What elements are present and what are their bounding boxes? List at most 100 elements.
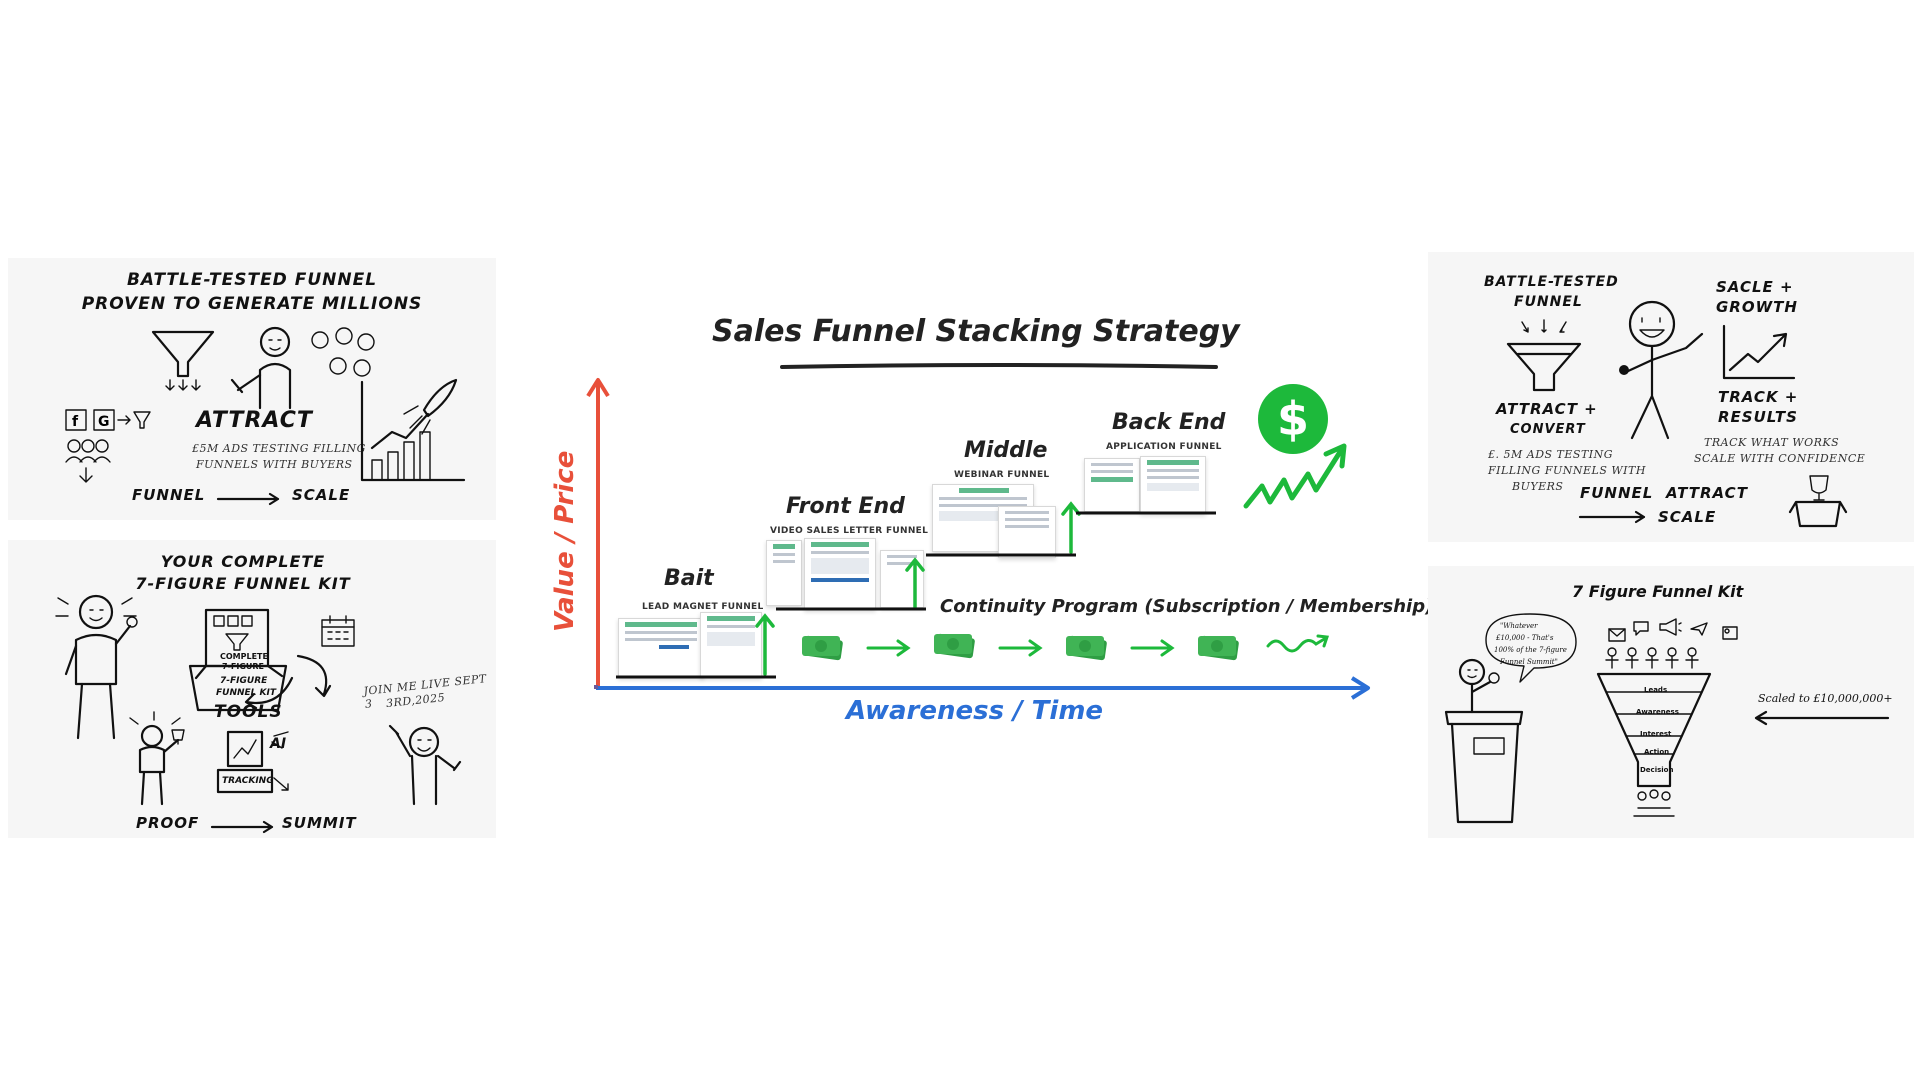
left-bottom-title-line2: 7-FIGURE FUNNEL KIT [135,574,351,593]
right-top-attract-line2: CONVERT [1510,422,1586,437]
svg-text:G: G [98,414,110,430]
lead-magnet-page-preview[interactable] [618,618,704,678]
vsl-page-preview-1[interactable] [766,540,802,606]
right-top-track-line1: TRACK + [1718,388,1799,406]
left-bottom-summit: SUMMIT [282,814,357,832]
social-icons-sketch: f G [65,409,151,483]
funnel-sketch-icon [1506,319,1582,392]
stage-title-back-end: Back End [1112,410,1226,435]
x-axis-label: Awareness / Time [846,696,1104,726]
right-top-track-caption1: TRACK WHAT WORKS [1704,436,1840,449]
right-top-track-caption2: SCALE WITH CONFIDENCE [1694,452,1866,465]
right-top-track-line2: RESULTS [1718,408,1798,426]
speech-bubble [1485,613,1577,683]
continuity-arrow-3 [1130,639,1175,657]
kit-box-line1: COMPLETE [220,652,268,661]
right-top-caption-line3: BUYERS [1512,480,1564,493]
webinar-page-preview-2[interactable] [998,506,1056,558]
trophy-box-sketch [1788,475,1848,528]
bubble-line3: 100% of the 7-figure [1494,646,1567,654]
tracking-label: TRACKING [222,776,274,786]
application-page-preview-1[interactable] [1084,458,1140,512]
step-up-arrow-2 [905,557,925,610]
audience-sketch-icon [311,327,375,377]
bubble-line4: Funnel Summit" [1500,658,1558,666]
proof-to-summit-arrow [210,820,274,834]
left-top-attract: ATTRACT [196,408,313,433]
funnel-kit-box-sketch [188,608,288,712]
email-icon [1608,628,1626,642]
chat-icon [1633,621,1649,636]
person-microphone-sketch [55,594,138,740]
bubble-line2: £10,000 - That's [1496,634,1554,642]
step-line-back-end [1076,511,1216,515]
funnel-sketch-icon [151,330,215,391]
right-top-title-line1: BATTLE-TESTED [1484,274,1619,290]
right-top-title-line2: FUNNEL [1514,294,1583,310]
funnel-level-interest: Interest [1640,730,1672,738]
left-top-caption-line2: FUNNELS WITH BUYERS [196,458,353,471]
left-top-title-line1: BATTLE-TESTED FUNNEL [126,270,378,290]
funnel-to-scale-arrow [216,492,280,506]
y-axis-label: Value / Price [550,450,580,632]
funnel-level-action: Action [1644,748,1670,756]
step-up-arrow-3 [1061,501,1081,554]
diagram-title: Sales Funnel Stacking Strategy [712,314,1240,349]
right-top-funnel: FUNNEL [1580,484,1654,502]
stage-title-middle: Middle [964,438,1048,463]
curved-arrow-right [296,654,332,698]
svg-text:f: f [72,414,79,430]
tracking-device-sketch [216,730,289,794]
step-line-front-end [776,607,926,611]
vsl-page-preview-2[interactable] [804,538,876,610]
right-top-attract: ATTRACT [1666,484,1748,502]
money-bills-icon [934,633,975,659]
funnel-level-leads: Leads [1644,686,1668,694]
kit-box-label1: 7-FIGURE [220,676,268,686]
step-line-bait [616,675,776,679]
step-line-middle [926,553,1076,557]
scaled-label: Scaled to £10,000,000+ [1758,692,1893,705]
right-bottom-title: 7 Figure Funnel Kit [1572,582,1744,601]
right-top-caption-line2: FILLING FUNNELS WITH [1488,464,1646,477]
lead-magnet-video-preview[interactable] [700,612,762,678]
growth-chart-sketch [1722,324,1796,380]
application-page-preview-2[interactable] [1140,456,1206,514]
right-top-panel: BATTLE-TESTED FUNNEL SACLE + GROWTH ATTR… [1428,252,1914,542]
growth-zigzag-arrow [1243,443,1347,509]
left-top-caption-line1: £5m ADS TESTING FILLING [192,442,366,455]
kit-box-line2: 7-FIGURE [222,662,265,671]
continuity-arrow-2 [998,639,1043,657]
continuity-wave-arrow [1266,634,1330,653]
podium-speaker-sketch [1444,658,1524,824]
speaker-stick-figure [1619,300,1704,440]
right-top-caption-line1: £. 5m ADS TESTING [1488,448,1614,461]
continuity-arrow-1 [866,639,911,657]
money-bills-icon [1066,635,1107,661]
stage-subtitle-back-end: APPLICATION FUNNEL [1106,442,1222,452]
bubble-line1: "Whatever [1500,622,1538,630]
left-bottom-panel: YOUR COMPLETE 7-FIGURE FUNNEL KIT COMPLE… [8,540,496,838]
cheering-person-sketch [388,724,462,806]
right-top-attract-line1: ATTRACT + [1496,400,1598,418]
dollar-sign: $ [1276,392,1309,446]
left-top-funnel: FUNNEL [132,486,206,504]
stage-title-bait: Bait [664,566,714,591]
right-top-growth-line1: SACLE + [1716,278,1794,296]
continuity-money-row [800,630,1260,670]
money-bills-icon [802,635,843,661]
stage-subtitle-front-end: VIDEO SALES LETTER FUNNEL [770,526,929,536]
trophy-person-sketch [129,711,185,806]
funnel-level-awareness: Awareness [1636,708,1679,716]
continuity-program-label: Continuity Program (Subscription / Membe… [940,596,1434,617]
send-icon [1690,622,1708,636]
calendar-sketch-icon [321,615,355,647]
left-top-title-line2: PROVEN TO GENERATE MILLIONS [81,294,423,314]
center-diagram: Sales Funnel Stacking Strategy Value / P… [540,300,1433,740]
kit-box-label2: FUNNEL KIT [216,688,276,698]
attract-to-scale-arrow [1578,510,1646,524]
funnel-level-decision: Decision [1640,766,1674,774]
right-top-growth-line2: GROWTH [1716,298,1798,316]
dollar-coin-icon: $ [1258,384,1328,454]
megaphone-icon [1659,618,1682,636]
